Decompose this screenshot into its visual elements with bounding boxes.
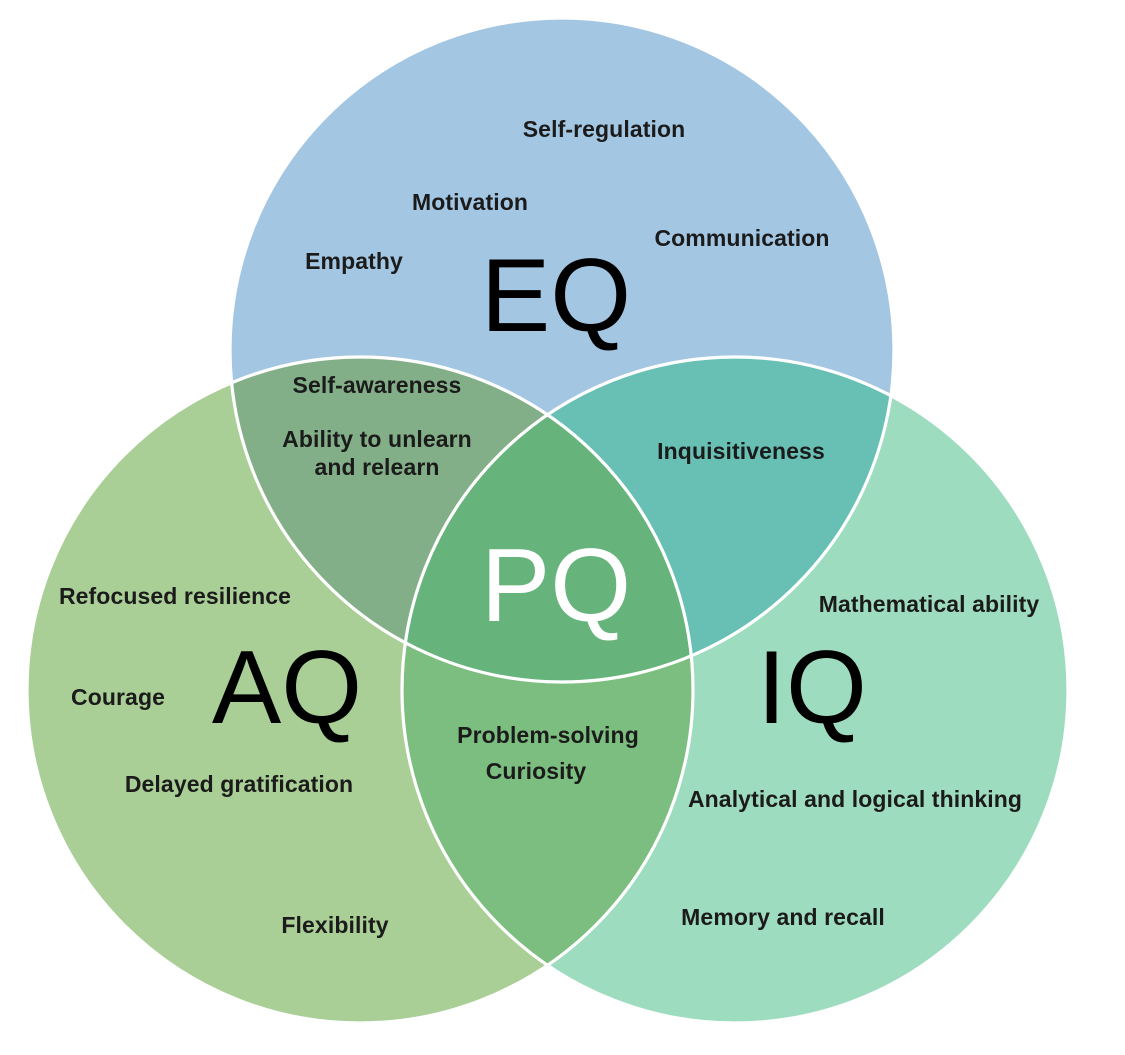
circle-outlines	[25, 16, 1070, 1025]
overlap-eq-aq-iq	[402, 357, 693, 682]
